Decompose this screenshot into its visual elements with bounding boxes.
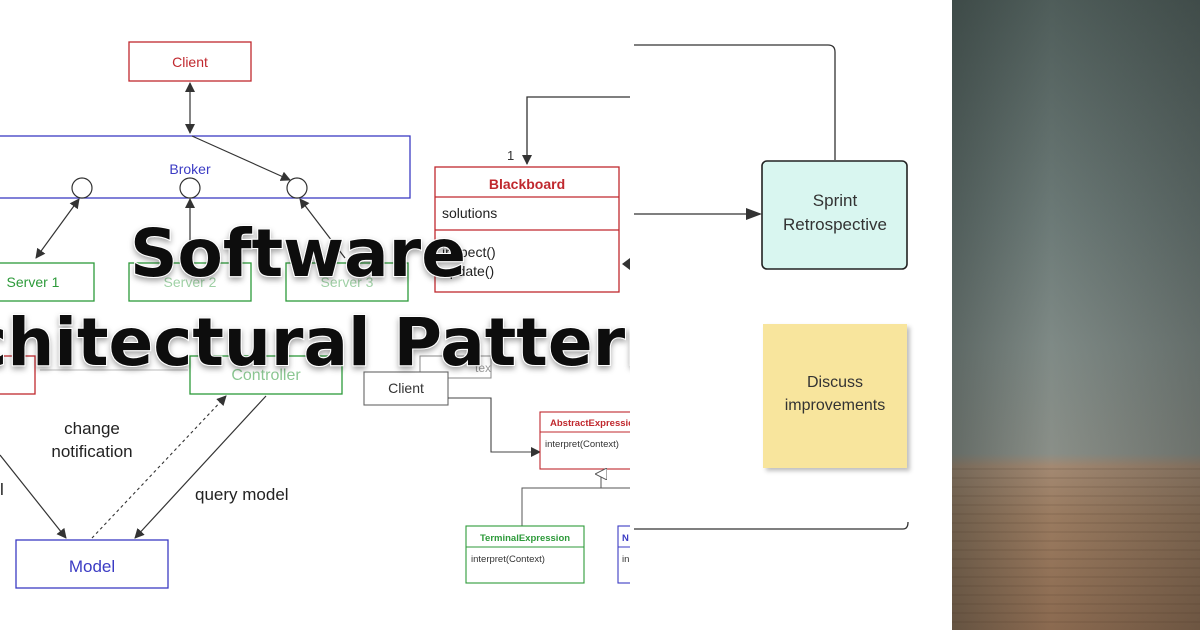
server1-arrow <box>35 198 80 259</box>
server3-label: Server 3 <box>321 274 374 290</box>
view-partial-label: l <box>0 480 4 499</box>
notify-line2: notification <box>51 442 132 461</box>
blackboard-name: Blackboard <box>489 176 565 192</box>
broker-box <box>0 135 411 199</box>
query-arrow <box>134 395 267 539</box>
blackboard-method-1: inspect() <box>442 244 496 260</box>
broker-port3-arrow <box>191 135 291 181</box>
retro-diagram: Sprint Retrospective Discuss improvement… <box>634 44 909 530</box>
controller-label: Controller <box>231 367 301 384</box>
view-model-arrow <box>0 454 67 539</box>
server3-box <box>285 262 409 302</box>
blackboard-right-arrowhead <box>622 258 630 270</box>
title-overlay: Software Architectural Patterns <box>0 214 711 382</box>
model-box <box>15 539 169 589</box>
view-box <box>0 355 36 395</box>
broker-port-2 <box>179 177 201 199</box>
server2-box <box>128 262 252 302</box>
interp-client-label: Client <box>388 380 424 396</box>
terminal-expression-method: interpret(Context) <box>471 554 545 565</box>
nonterminal-expression-class <box>617 525 630 584</box>
abstract-expression-class <box>539 411 630 470</box>
background-photo <box>952 0 1200 630</box>
client-abstract-arrow <box>448 397 541 457</box>
client-box <box>128 41 252 82</box>
client-label: Client <box>172 54 208 70</box>
server1-box <box>0 262 95 302</box>
inheritance-line <box>521 487 630 526</box>
interp-client-box <box>363 371 449 406</box>
sticky-note <box>763 324 907 468</box>
blackboard-attribute: solutions <box>442 205 497 221</box>
broker-diagram: Client Broker Server 1 Server 2 Server 3 <box>0 41 411 302</box>
blackboard-diagram: 1 Blackboard solutions inspect() update(… <box>434 96 630 293</box>
retro-bottom-loop <box>634 521 909 530</box>
broker-port-3 <box>286 177 308 199</box>
nonterminal-method: in <box>622 554 629 565</box>
retro-line1: Sprint <box>813 191 858 210</box>
title-line2: Architectural Patterns <box>0 304 711 381</box>
interpreter-diagram: tex Client AbstractExpression interpret(… <box>363 355 640 584</box>
context-partial-label: tex <box>475 361 491 375</box>
retro-top-loop <box>634 44 836 160</box>
broker-label: Broker <box>169 161 211 177</box>
blackboard-method-2: update() <box>442 263 494 279</box>
model-label: Model <box>69 557 115 576</box>
nonterminal-name: N <box>622 533 629 544</box>
notify-line1: change <box>64 419 120 438</box>
sprint-retrospective-box <box>761 160 908 270</box>
retro-line2: Retrospective <box>783 215 887 234</box>
terminal-expression-name: TerminalExpression <box>480 533 570 544</box>
note-line2: improvements <box>785 397 885 414</box>
terminal-expression-class <box>465 525 585 584</box>
blackboard-self-arrow <box>522 96 630 165</box>
abstract-expression-method: interpret(Context) <box>545 439 619 450</box>
broker-port-1 <box>71 177 93 199</box>
notify-arrow <box>91 395 227 539</box>
server3-arrow <box>299 198 346 259</box>
multiplicity: 1 <box>507 148 514 163</box>
abstract-expression-name: AbstractExpression <box>550 418 640 429</box>
note-line1: Discuss <box>807 374 863 391</box>
query-label: query model <box>195 485 289 504</box>
controller-box <box>189 355 343 395</box>
title-line1: Software <box>130 215 466 292</box>
server1-label: Server 1 <box>7 274 60 290</box>
mvc-diagram: Controller change notification l query m… <box>0 355 343 589</box>
server2-label: Server 2 <box>164 274 217 290</box>
